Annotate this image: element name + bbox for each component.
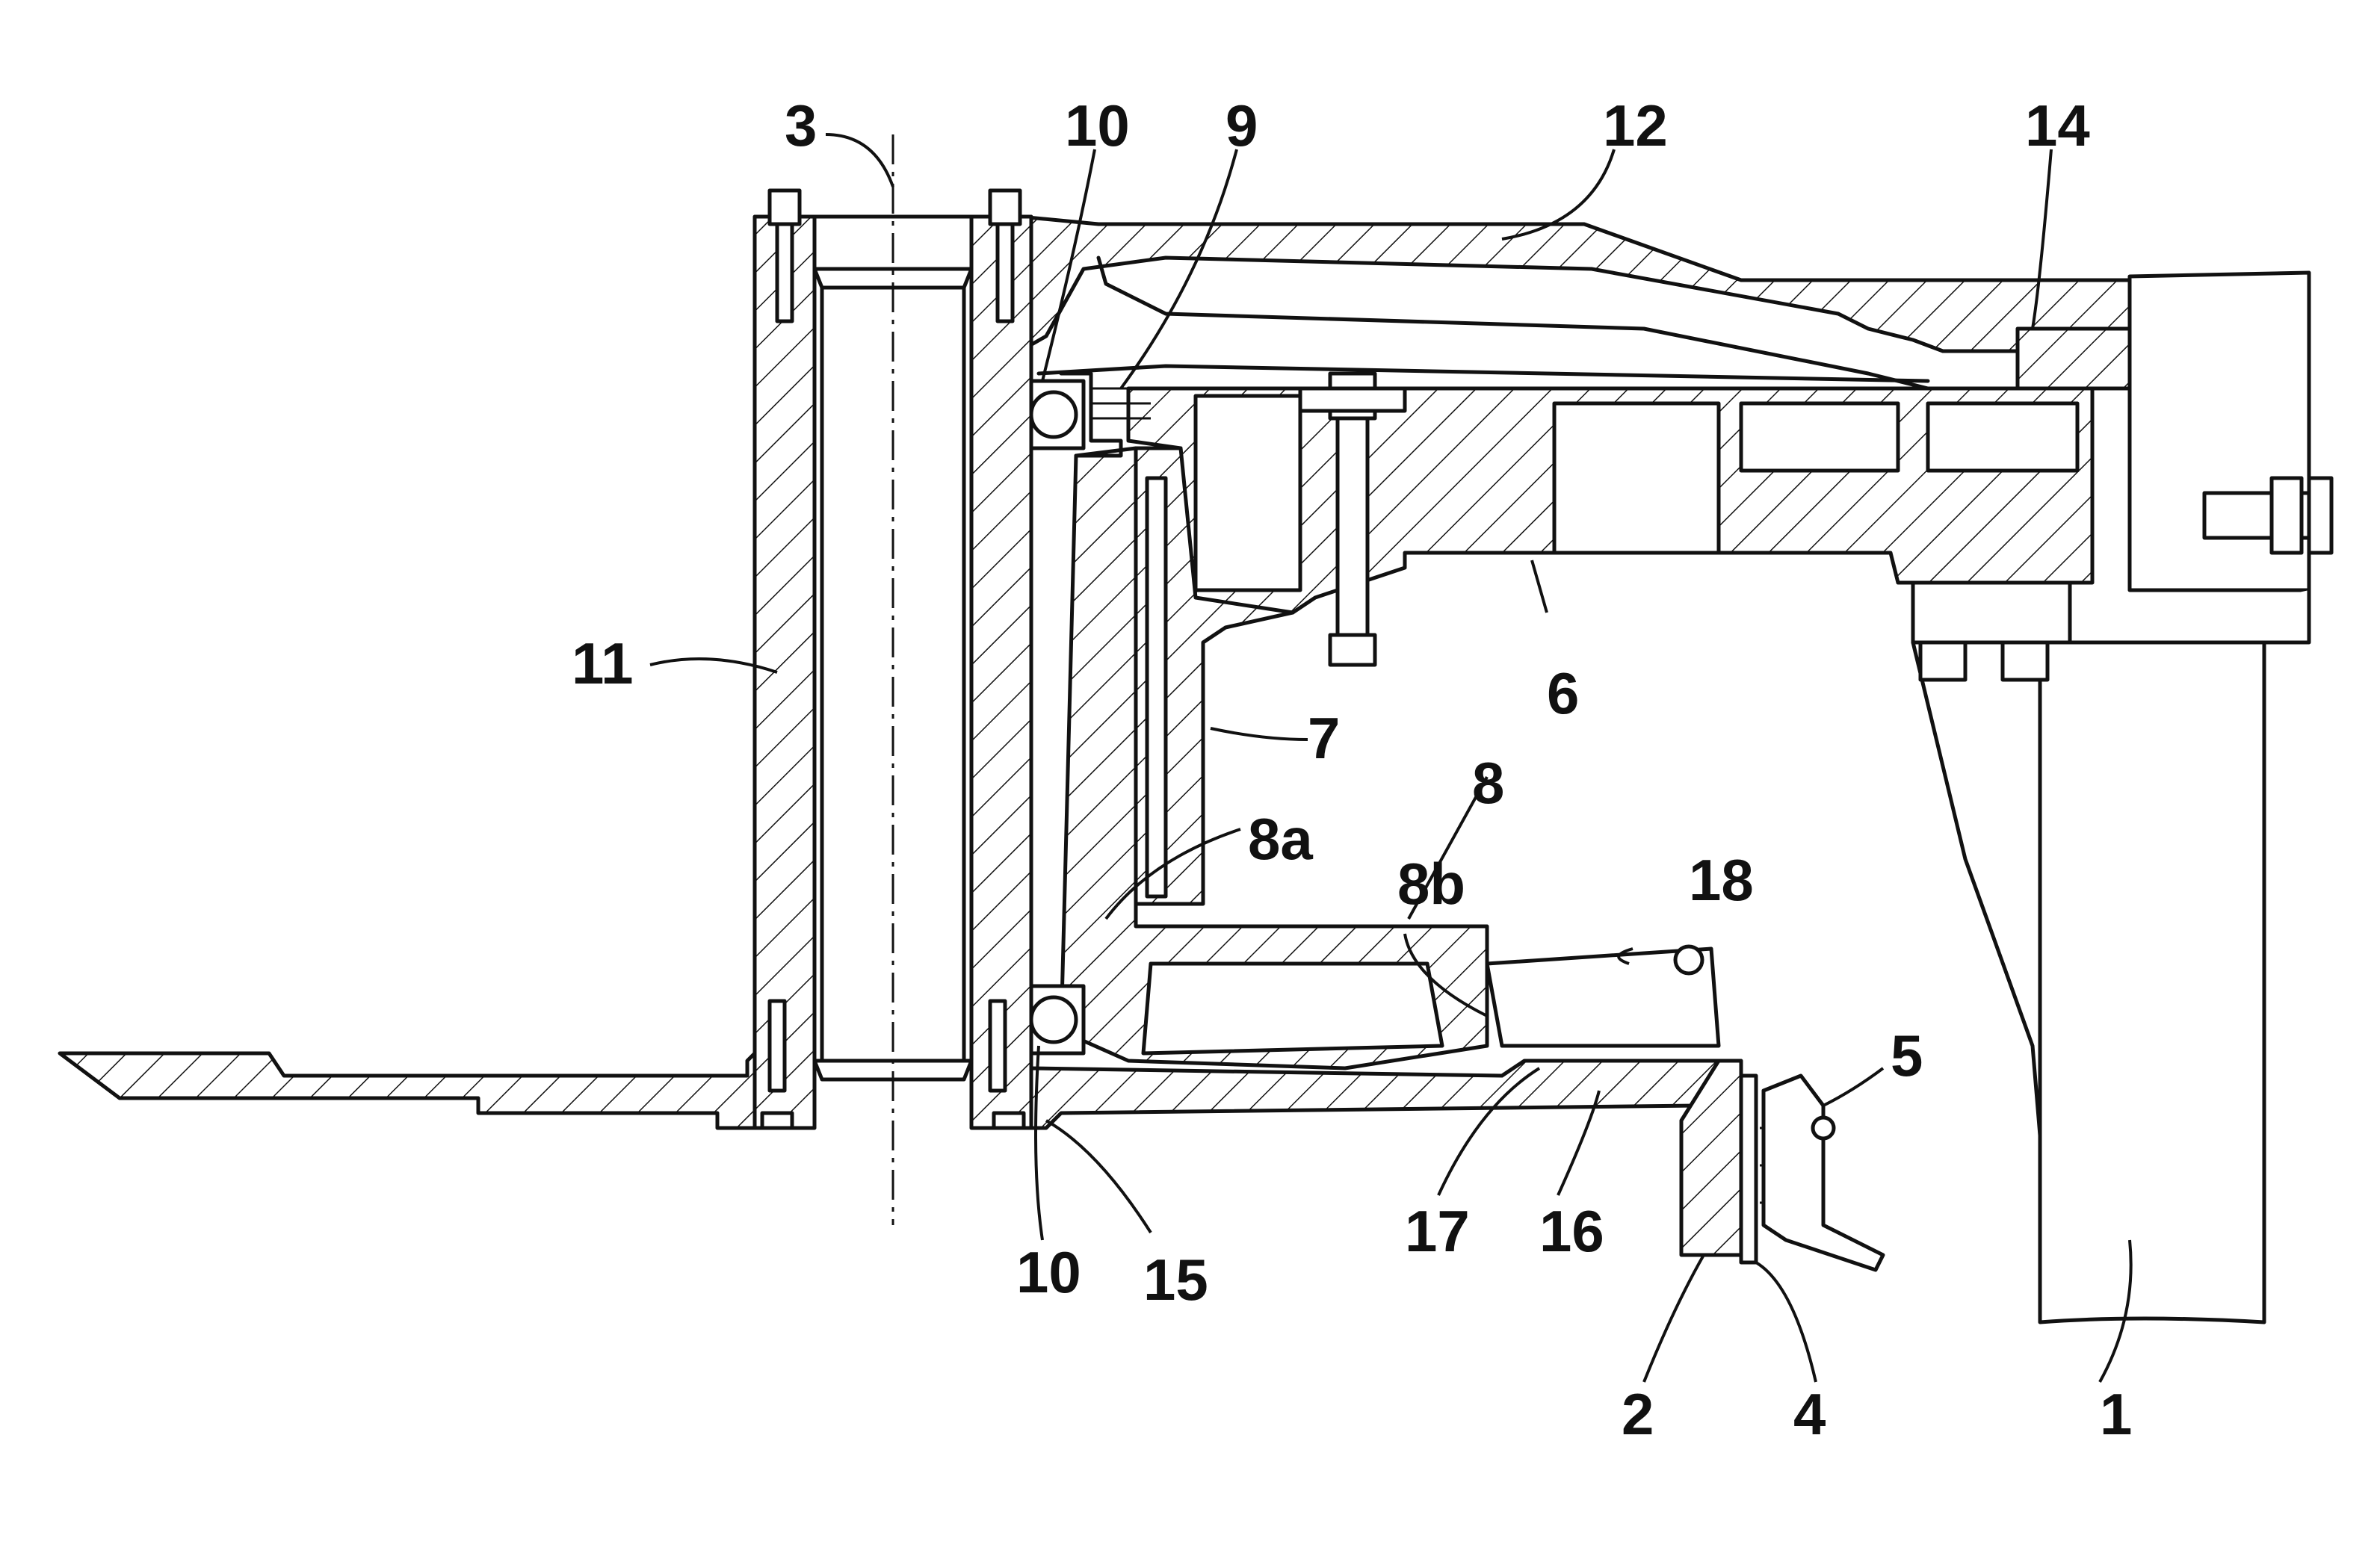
label-3: 3 [785,93,817,158]
arm-18 [1487,946,1719,1046]
label-4: 4 [1793,1381,1826,1447]
label-9: 9 [1225,93,1258,158]
label-5: 5 [1891,1023,1923,1088]
label-14: 14 [2025,93,2090,158]
arm-12 [1020,217,2130,388]
label-16: 16 [1539,1198,1604,1264]
label-8: 8 [1472,750,1504,816]
label-15: 15 [1143,1247,1208,1313]
label-7: 7 [1308,705,1340,771]
label-10-bottom: 10 [1016,1239,1081,1305]
label-10-top: 10 [1065,93,1130,158]
column-1 [1913,583,2264,1322]
label-18: 18 [1689,847,1754,913]
label-8a: 8a [1248,806,1313,872]
label-6: 6 [1547,660,1579,726]
label-2: 2 [1622,1381,1654,1447]
label-11: 11 [572,630,633,696]
label-12: 12 [1603,93,1668,158]
beam-6 [1128,388,2309,680]
label-17: 17 [1405,1198,1470,1264]
label-8b: 8b [1397,851,1465,917]
label-1: 1 [2100,1381,2132,1447]
